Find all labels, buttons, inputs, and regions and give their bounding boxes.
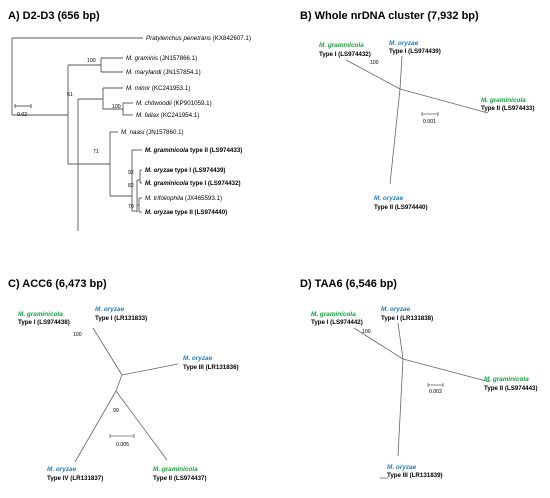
taxon-label: M. marylandi (JN157854.1)	[126, 69, 201, 76]
panel-a-bootstrap: 71	[93, 149, 99, 155]
taxon-label: M. minor (KC241953.1)	[126, 85, 190, 92]
taxon-label: Pratylenchus penetrans (KX842607.1)	[146, 35, 251, 42]
panel-d-scale-label: 0.002	[429, 389, 442, 395]
panel-c: C) ACC6 (6,473 bp) 100 99 0.005 M. grami…	[8, 278, 239, 482]
panel-b-tip-type: Type I (LS974439)	[389, 48, 441, 55]
panel-a-tree	[11, 37, 143, 231]
panel-c-tip-type: Type III (LR131836)	[183, 364, 239, 371]
panel-b-scale-label: 0.001	[423, 119, 436, 125]
taxon-label: M. fallax (KC241954.1)	[136, 112, 199, 119]
panel-b-tip-species: M. oryzae	[374, 195, 404, 202]
panel-d: D) TAA6 (6,546 bp) 100 0.002 M. graminic…	[300, 278, 538, 479]
panel-a-title: A) D2-D3 (656 bp)	[8, 10, 100, 22]
panel-a-scale-label: 0.02	[17, 112, 27, 118]
panel-c-tip-species: M. graminicola	[18, 311, 63, 318]
panel-c-scale-label: 0.005	[116, 442, 129, 448]
panel-c-tip-type: Type I (LS974438)	[18, 319, 70, 326]
taxon-label: M. oryzae type I (LS974439)	[145, 167, 225, 174]
panel-c-bootstrap: 100	[73, 332, 82, 338]
panel-c-tip-species: M. oryzae	[95, 306, 125, 313]
panel-c-title: C) ACC6 (6,473 bp)	[8, 278, 107, 290]
panel-b-tree	[345, 55, 489, 185]
panel-c-tip-type: Type I (LR131833)	[95, 315, 147, 322]
panel-c-tree	[74, 327, 179, 463]
taxon-label: M. graminis (JN157866.1)	[126, 55, 197, 62]
panel-d-tip-species: M. oryzae	[387, 464, 417, 471]
panel-a-bootstrap: 100	[112, 104, 121, 110]
panel-d-tip-species: M. oryzae	[381, 306, 411, 313]
panel-b-tip-species: M. graminicola	[319, 42, 364, 49]
taxon-label: M. oryzae type II (LS974440)	[145, 209, 227, 216]
panel-d-tip-type: Type I (LS974442)	[311, 319, 363, 326]
panel-a-bootstrap: 100	[87, 58, 96, 64]
panel-b-tip-type: Type II (LS974440)	[374, 204, 428, 211]
panel-d-title: D) TAA6 (6,546 bp)	[300, 278, 397, 290]
taxon-label: M. trifoliophila (JX465593.1)	[145, 195, 222, 202]
panel-c-tip-species: M. graminicola	[153, 466, 198, 473]
panel-a-bootstrap: 61	[67, 92, 73, 98]
panel-d-tip-type: Type I (LR131838)	[381, 315, 433, 322]
taxon-label: M. chitwoodii (KP901059.1)	[136, 100, 212, 107]
panel-d-tree	[353, 322, 491, 479]
panel-d-tip-type: Type III (LR131839)	[387, 472, 443, 479]
taxon-label: M. graminicola type II (LS974433)	[145, 147, 242, 154]
panel-a: A) D2-D3 (656 bp)	[8, 10, 251, 231]
panel-a-bootstrap: 82	[128, 183, 134, 189]
panel-b-tip-species: M. graminicola	[481, 97, 526, 104]
taxon-label: M. graminicola type I (LS974432)	[145, 180, 241, 187]
panel-a-bootstrap: 92	[128, 170, 134, 176]
panel-c-tip-type: Type IV (LR131837)	[47, 475, 103, 482]
panel-b-tip-type: Type II (LS974433)	[481, 105, 535, 112]
panel-d-tip-species: M. graminicola	[484, 376, 529, 383]
panel-c-tip-species: M. oryzae	[183, 355, 213, 362]
panel-a-bootstrap: 70	[128, 204, 134, 210]
panel-b-bootstrap: 100	[370, 60, 379, 66]
panel-b-tip-type: Type I (LS974432)	[319, 51, 371, 58]
panel-d-tip-species: M. graminicola	[311, 311, 356, 318]
panel-c-tip-type: Type II (LS974437)	[153, 475, 207, 482]
panel-b-title: B) Whole nrDNA cluster (7,932 bp)	[300, 10, 479, 22]
panel-c-bootstrap: 99	[113, 408, 119, 414]
panel-b: B) Whole nrDNA cluster (7,932 bp) 100 0.…	[300, 10, 535, 211]
panel-b-tip-species: M. oryzae	[389, 40, 419, 47]
panel-d-tip-type: Type II (LS974443)	[484, 385, 538, 392]
panel-d-bootstrap: 100	[362, 329, 371, 335]
panel-c-tip-species: M. oryzae	[47, 466, 77, 473]
taxon-label: M. naasi (JN157860.1)	[121, 129, 184, 136]
